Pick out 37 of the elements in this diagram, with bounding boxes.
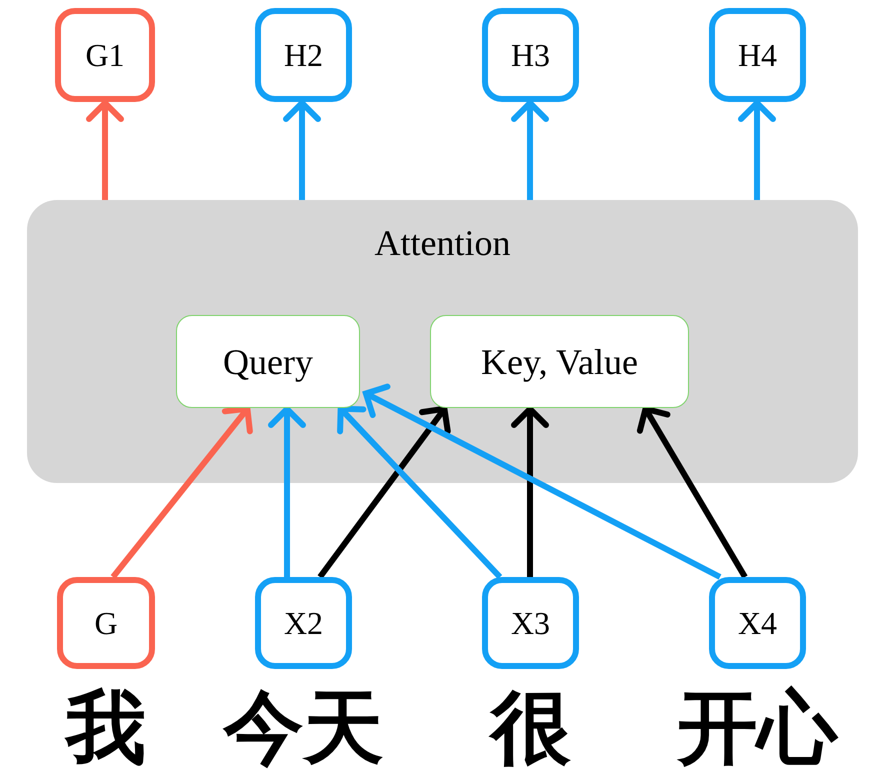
arrow [318,406,451,579]
node-label: H4 [738,36,778,74]
arrow [283,100,321,200]
process-box [176,315,360,408]
node-label: Key, Value [481,340,638,382]
chinese-word: 开心 [678,687,838,767]
node-label: H3 [510,36,550,74]
arrow [86,100,124,200]
arrow [738,100,776,200]
token-box [255,8,352,102]
node-label: G [94,604,118,642]
panel-title: Attention [374,222,510,264]
node-label: X3 [510,604,550,642]
arrow [110,406,253,579]
token-box [482,577,579,669]
token-box [55,8,155,102]
token-box [709,8,806,102]
arrow [511,100,549,200]
node-label: X2 [284,604,324,642]
chinese-word: 我 [66,687,146,767]
token-box [255,577,352,669]
attention-panel [27,200,858,483]
arrow [337,406,502,580]
node-label: Query [223,340,313,382]
token-box [57,577,155,669]
arrow [362,384,722,580]
process-box [430,315,689,408]
chinese-word: 很 [490,687,570,767]
token-box [482,8,579,102]
arrow [511,406,549,577]
arrow [636,406,748,579]
node-label: H2 [284,36,324,74]
node-label: X4 [738,604,778,642]
chinese-word: 今天 [224,687,384,767]
token-box [709,577,806,669]
arrow [268,406,306,577]
node-label: G1 [85,36,125,74]
